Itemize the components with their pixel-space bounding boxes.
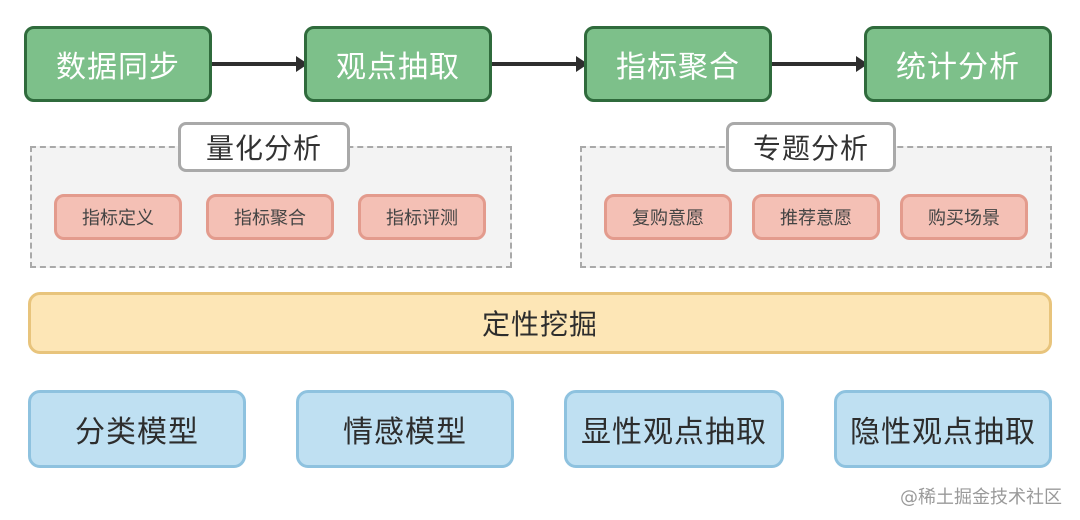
model-implicit-opinion-extraction: 隐性观点抽取 <box>834 390 1052 468</box>
qualitative-mining-bar: 定性挖掘 <box>28 292 1052 354</box>
model-explicit-opinion-extraction: 显性观点抽取 <box>564 390 784 468</box>
tag-repurchase-intent: 复购意愿 <box>604 194 732 240</box>
tag-metric-definition: 指标定义 <box>54 194 182 240</box>
tag-metric-evaluation: 指标评测 <box>358 194 486 240</box>
model-classification: 分类模型 <box>28 390 246 468</box>
watermark-text: @稀土掘金技术社区 <box>900 487 1062 508</box>
arrow-right-icon <box>492 56 588 72</box>
tag-recommend-intent: 推荐意愿 <box>752 194 880 240</box>
arrow-right-icon <box>772 56 868 72</box>
step-opinion-extraction: 观点抽取 <box>304 26 492 102</box>
group-title-topic: 专题分析 <box>726 122 896 172</box>
step-metric-aggregation: 指标聚合 <box>584 26 772 102</box>
group-title-quantitative: 量化分析 <box>178 122 350 172</box>
tag-metric-aggregation: 指标聚合 <box>206 194 334 240</box>
step-data-sync: 数据同步 <box>24 26 212 102</box>
step-statistical-analysis: 统计分析 <box>864 26 1052 102</box>
tag-purchase-scenario: 购买场景 <box>900 194 1028 240</box>
arrow-right-icon <box>212 56 308 72</box>
model-sentiment: 情感模型 <box>296 390 514 468</box>
